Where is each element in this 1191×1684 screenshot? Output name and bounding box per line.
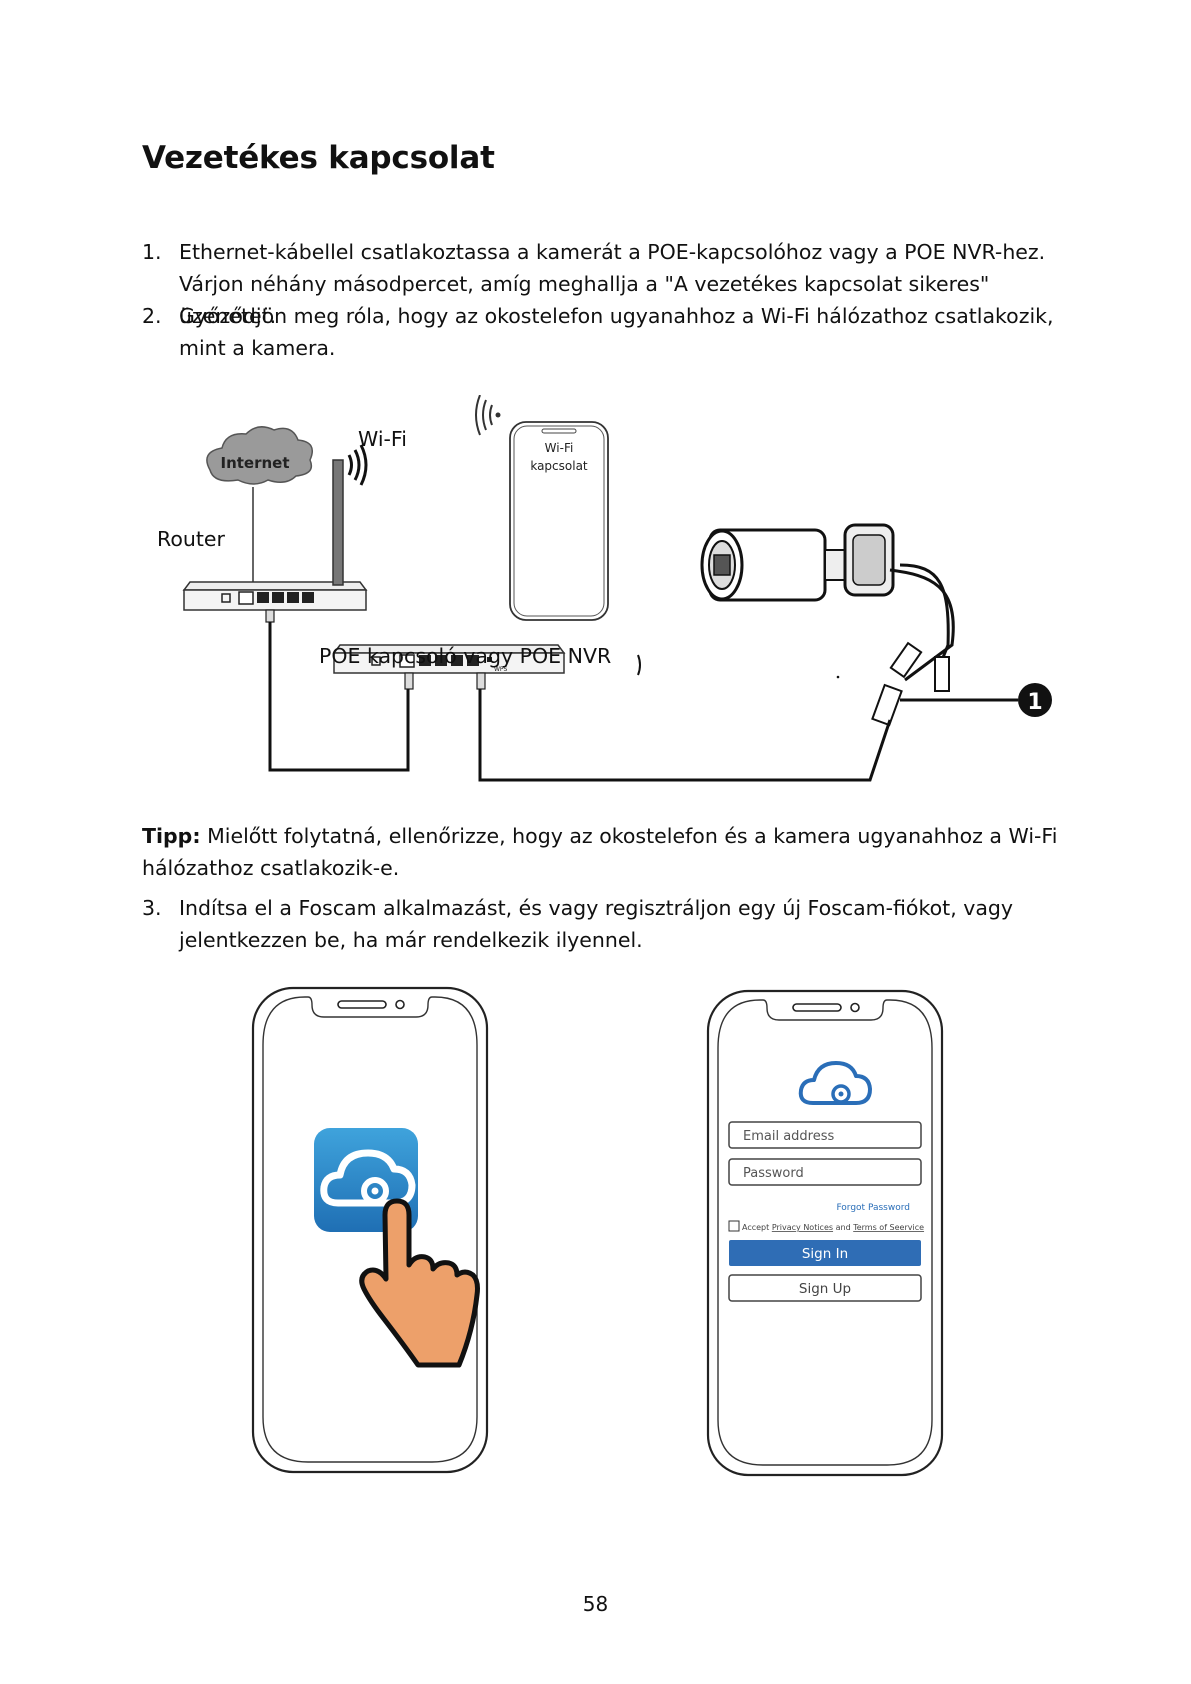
phone-screen-line2: kapcsolat xyxy=(530,459,588,473)
terms-link[interactable]: Terms of Seervice xyxy=(852,1223,924,1232)
speaker-icon xyxy=(792,1003,842,1012)
tip-text: Mielőtt folytatná, ellenőrizze, hogy az … xyxy=(142,824,1058,880)
internet-cloud-icon xyxy=(206,426,313,485)
foscam-cloud-logo-icon xyxy=(798,1061,872,1105)
step-number: 1. xyxy=(142,240,162,264)
sign-in-button[interactable] xyxy=(729,1240,921,1266)
speaker-icon xyxy=(337,1000,387,1009)
tip-label: Tipp: xyxy=(142,824,201,848)
sign-in-label: Sign In xyxy=(802,1246,848,1262)
step-number: 2. xyxy=(142,304,162,328)
poe-label: POE kapcsoló vagy POE NVR xyxy=(319,644,612,668)
step-3: 3. Indítsa el a Foscam alkalmazást, és v… xyxy=(142,892,1072,956)
accept-terms-text: Accept Privacy Notices and Terms of Seer… xyxy=(742,1223,924,1232)
page-number: 58 xyxy=(582,1592,609,1616)
phone-login-screen: Email address Password Forgot Password A… xyxy=(706,989,944,1477)
front-camera-icon xyxy=(850,1002,860,1013)
nvr-wps-label: WPS xyxy=(494,666,508,673)
step-text: Győződjön meg róla, hogy az okostelefon … xyxy=(179,304,1054,360)
phone-screen-line1: Wi-Fi xyxy=(545,441,574,455)
tip-note: Tipp: Mielőtt folytatná, ellenőrizze, ho… xyxy=(142,820,1072,884)
front-camera-icon xyxy=(395,999,405,1010)
password-placeholder: Password xyxy=(743,1166,804,1181)
sign-up-label: Sign Up xyxy=(799,1281,851,1297)
step-text: Ethernet-kábellel csatlakoztassa a kamer… xyxy=(179,240,1046,328)
router-label: Router xyxy=(157,527,225,551)
router-icon xyxy=(182,444,368,623)
wifi-label: Wi-Fi xyxy=(358,427,407,451)
email-field[interactable] xyxy=(728,1121,922,1149)
step-text: Indítsa el a Foscam alkalmazást, és vagy… xyxy=(179,896,1014,952)
phone-wifi-signal-icon xyxy=(475,395,501,436)
step-number: 3. xyxy=(142,896,162,920)
step-2: 2. Győződjön meg róla, hogy az okostelef… xyxy=(142,300,1072,364)
network-diagram: Internet Wi-Fi kapcsolat xyxy=(182,395,1052,782)
tapping-hand-icon xyxy=(359,1198,480,1368)
internet-label: Internet xyxy=(220,454,289,472)
bullet-camera-icon xyxy=(700,523,955,727)
page-title: Vezetékes kapcsolat xyxy=(142,140,495,176)
privacy-link[interactable]: Privacy Notices xyxy=(772,1223,833,1232)
password-field[interactable] xyxy=(728,1158,922,1186)
phone-app-launch xyxy=(251,986,489,1474)
forgot-password-link[interactable]: Forgot Password xyxy=(836,1203,910,1213)
accept-terms-checkbox[interactable] xyxy=(728,1220,740,1232)
step-1: 1. Ethernet-kábellel csatlakoztassa a ka… xyxy=(142,236,1072,332)
poe-switch-icon xyxy=(332,644,566,690)
email-placeholder: Email address xyxy=(743,1129,835,1144)
callout-badge xyxy=(1018,683,1052,717)
callout-number: 1 xyxy=(1027,690,1042,715)
sign-up-button[interactable] xyxy=(728,1274,922,1302)
smartphone-icon xyxy=(509,421,609,621)
